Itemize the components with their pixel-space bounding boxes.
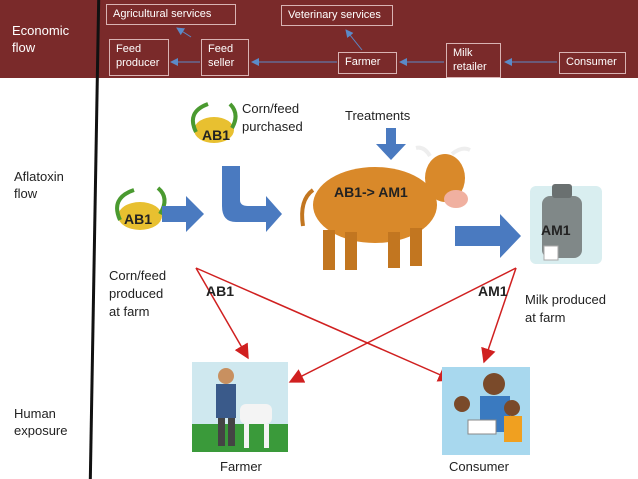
consumer-box: Consumer <box>559 52 626 74</box>
farmer-picture <box>192 362 288 452</box>
cow-conversion-tag: AB1-> AM1 <box>334 184 408 200</box>
corn-purchased-icon <box>191 102 238 143</box>
blue-flow-arrows <box>162 128 521 258</box>
milk-produced-label: Milk produced at farm <box>525 292 606 325</box>
feed-seller-box: Feed seller <box>201 39 249 76</box>
exposure-arrows <box>195 267 517 383</box>
milk-can-icon <box>530 184 602 264</box>
am1-milk-tag: AM1 <box>541 222 571 238</box>
farmer-label: Farmer <box>220 459 262 474</box>
agricultural-services-box: Agricultural services <box>106 4 236 25</box>
ab1-produced-tag: AB1 <box>124 211 153 227</box>
corn-produced-label: Corn/feed produced at farm <box>109 268 167 319</box>
treatments-label: Treatments <box>345 108 411 123</box>
aflatoxin-flow-label: Aflatoxin flow <box>14 169 64 201</box>
cow-illustration <box>300 145 471 270</box>
am1-exposure-tag: AM1 <box>478 283 508 299</box>
consumer-label: Consumer <box>449 459 509 474</box>
feed-producer-box: Feed producer <box>109 39 169 76</box>
economic-flow-label: Economic flow <box>12 23 70 55</box>
veterinary-services-box: Veterinary services <box>281 5 393 26</box>
corn-purchased-label: Corn/feed purchased <box>242 101 303 134</box>
economic-arrows <box>170 27 557 66</box>
corn-produced-icon <box>115 186 167 230</box>
milk-retailer-box: Milk retailer <box>446 43 501 78</box>
ab1-exposure-tag: AB1 <box>206 283 235 299</box>
ab1-purchased-tag: AB1 <box>202 127 231 143</box>
consumer-picture <box>442 367 530 455</box>
human-exposure-label: Human exposure <box>14 406 68 438</box>
farmer-box: Farmer <box>338 52 397 74</box>
